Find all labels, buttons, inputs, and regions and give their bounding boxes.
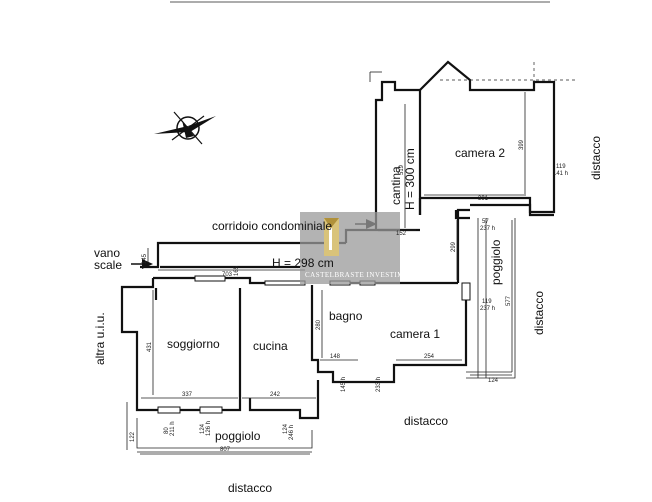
dim-152: 152 <box>396 231 407 237</box>
compass-icon <box>154 111 216 145</box>
poggiolo-bottom-label: poggiolo <box>215 429 261 443</box>
vano-scale-label-1: vano <box>94 246 120 260</box>
dim-242: 242 <box>270 392 281 398</box>
railings <box>126 62 575 453</box>
dim-211h: 211 h <box>170 421 176 436</box>
dim-246h: 246 h <box>289 425 295 440</box>
camera2-label: camera 2 <box>455 146 505 160</box>
dim-141h: 141 h <box>553 171 568 177</box>
distacco-bottom-label: distacco <box>228 481 272 495</box>
corridoio-label: corridoio condominiale <box>212 219 332 233</box>
dim-119b: 119 <box>482 299 492 305</box>
soggiorno-label: soggiorno <box>167 337 220 351</box>
bagno-label: bagno <box>329 309 363 323</box>
dim-391: 391 <box>478 196 489 202</box>
dim-237h-a: 237 h <box>480 226 495 232</box>
dim-233h: 233 h <box>376 377 382 392</box>
dim-807: 807 <box>220 447 231 453</box>
dim-299: 299 <box>451 241 457 252</box>
dimension-lines <box>140 92 526 455</box>
dim-57: 57 <box>482 219 489 225</box>
cantina-label: cantina <box>389 166 403 205</box>
dim-119a: 119 <box>556 164 566 170</box>
dim-124: 124 <box>488 378 499 384</box>
distacco-right2-label: distacco <box>532 291 546 335</box>
corridoio-height-label: H = 298 cm <box>272 256 334 270</box>
dim-126h: 126 h <box>206 421 212 436</box>
dim-254: 254 <box>424 354 435 360</box>
dim-124a: 124 <box>200 423 206 434</box>
dim-519: 519 <box>399 164 405 175</box>
room-labels: soggiorno cucina bagno camera 1 camera 2… <box>93 136 603 495</box>
dim-703: 703 <box>222 272 233 278</box>
dim-145h: 145 h <box>341 377 347 392</box>
watermark-logo: CASTELBRASTE INVESTIMENTI <box>300 212 422 284</box>
distacco-center-label: distacco <box>404 414 448 428</box>
dim-577: 577 <box>506 295 512 306</box>
poggiolo-right-label: poggiolo <box>489 239 503 285</box>
vano-scale-label-2: scale <box>94 258 122 272</box>
dim-280: 280 <box>316 319 322 330</box>
dim-80: 80 <box>164 427 170 434</box>
dim-165: 165 <box>234 265 240 276</box>
dim-122: 122 <box>130 431 136 442</box>
dimension-labels: 807 337 242 431 280 148 254 124 577 399 … <box>130 139 568 453</box>
camera1-label: camera 1 <box>390 327 440 341</box>
distacco-right1-label: distacco <box>589 136 603 180</box>
dim-399: 399 <box>519 139 525 150</box>
dim-145: 145 <box>142 253 148 264</box>
watermark-text: CASTELBRASTE INVESTIMENTI <box>305 271 422 279</box>
cucina-label: cucina <box>253 339 288 353</box>
dim-431: 431 <box>147 341 153 352</box>
dim-124b: 124 <box>283 423 289 434</box>
cantina-height-label: H = 300 cm <box>403 148 417 210</box>
dim-148: 148 <box>330 354 341 360</box>
dim-237h-b: 237 h <box>480 306 495 312</box>
dim-337: 337 <box>182 392 193 398</box>
altra-uiu-label: altra u.i.u. <box>93 312 107 365</box>
